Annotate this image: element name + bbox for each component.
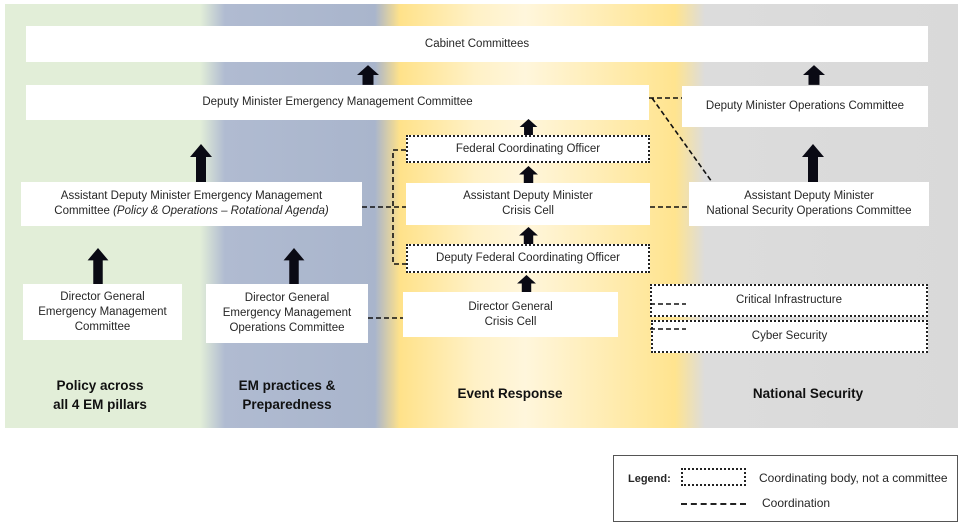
legend-dashed-line-swatch — [681, 503, 746, 505]
lane-label-policy: Policy across all 4 EM pillars — [53, 378, 147, 412]
node-label: Committee — [74, 320, 131, 333]
node-dg-em-ops-committee: Director General Emergency Management Op… — [206, 284, 368, 343]
node-dg-crisis-cell: Director General Crisis Cell — [403, 292, 618, 337]
node-adm-crisis-cell: Assistant Deputy Minister Crisis Cell — [406, 183, 650, 225]
node-label: Deputy Minister Operations Committee — [705, 100, 905, 112]
node-dm-operations-committee: Deputy Minister Operations Committee — [682, 86, 928, 127]
node-label: Operations Committee — [229, 322, 345, 334]
node-critical-infrastructure: Critical Infrastructure — [650, 284, 928, 317]
legend-title: Legend: — [628, 473, 671, 485]
lane-label-em-practices: EM practices & Preparedness — [238, 378, 336, 412]
node-label: Cyber Security — [751, 330, 828, 342]
node-label: Deputy Minister Emergency Management Com… — [202, 96, 473, 108]
legend-dotted-box-swatch — [681, 468, 746, 486]
node-label: Federal Coordinating Officer — [455, 142, 601, 155]
node-adm-em-committee: Assistant Deputy Minister Emergency Mana… — [21, 182, 362, 226]
node-adm-ns-ops-committee: Assistant Deputy Minister National Secur… — [689, 182, 929, 226]
lane-label-national-security: National Security — [752, 386, 864, 401]
node-cyber-security: Cyber Security — [651, 320, 928, 353]
node-label: Emergency Management — [38, 305, 167, 318]
node-federal-coordinating-officer: Federal Coordinating Officer — [406, 135, 650, 163]
node-label-italic: (Policy & Operations – Rotational Agenda… — [113, 205, 329, 217]
node-label: Director General — [60, 290, 145, 303]
node-label: Crisis Cell — [502, 205, 554, 217]
legend-dashed-label: Coordination — [762, 496, 831, 510]
node-label: Emergency Management — [222, 307, 352, 319]
node-dm-em-committee: Deputy Minister Emergency Management Com… — [26, 85, 649, 120]
node-label: Assistant Deputy Minister Emergency Mana… — [60, 190, 323, 202]
node-label: Director General — [244, 292, 330, 304]
node-label: Assistant Deputy Minister — [463, 190, 593, 202]
lane-label-event-response: Event Response — [457, 386, 563, 401]
node-dg-em-committee: Director General Emergency Management Co… — [23, 284, 182, 340]
legend: Legend: Coordinating body, not a committ… — [613, 455, 958, 522]
node-label: Cabinet Committees — [424, 37, 530, 50]
node-cabinet-committees: Cabinet Committees — [26, 26, 928, 62]
node-deputy-federal-coordinating-officer: Deputy Federal Coordinating Officer — [406, 244, 650, 273]
node-label: Crisis Cell — [484, 315, 537, 328]
legend-dotted-label: Coordinating body, not a committee — [759, 471, 948, 485]
node-label-prefix: Committee — [54, 205, 114, 217]
node-label: Deputy Federal Coordinating Officer — [436, 252, 620, 264]
node-label: National Security Operations Committee — [706, 205, 912, 217]
node-label: Assistant Deputy Minister — [744, 190, 874, 202]
node-label: Critical Infrastructure — [735, 294, 843, 306]
node-label: Director General — [468, 300, 553, 313]
